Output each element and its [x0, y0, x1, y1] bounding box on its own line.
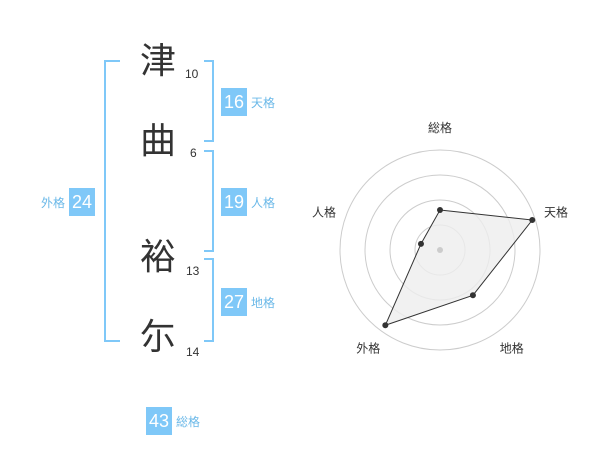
- gaikaku-badge: 24 外格: [41, 188, 96, 216]
- radar-point: [382, 322, 389, 329]
- stroke-count-3: 13: [186, 264, 200, 278]
- radar-point: [437, 207, 443, 213]
- gaikaku-value: 24: [69, 188, 96, 216]
- chikaku-badge: 27 地格: [221, 288, 275, 316]
- radar-point: [529, 217, 536, 224]
- jinkaku-label: 人格: [251, 195, 276, 210]
- radar-axis-label: 天格: [544, 204, 568, 219]
- name-char-3: 裕: [140, 237, 177, 278]
- chikaku-value: 27: [221, 288, 248, 316]
- jinkaku-badge: 19 人格: [221, 188, 275, 216]
- radar-axis-label: 地格: [500, 341, 524, 356]
- soukaku-badge: 43 総格: [146, 407, 200, 435]
- name-char-1: 津: [140, 41, 177, 82]
- soukaku-label: 総格: [176, 414, 201, 429]
- stroke-count-1: 10: [185, 67, 199, 81]
- radar-ring: [339, 149, 541, 351]
- radar-axis-label: 人格: [312, 204, 336, 219]
- radar-axis-label: 総格: [428, 120, 452, 135]
- jinkaku-value: 19: [221, 188, 248, 216]
- tenkaku-label: 天格: [251, 95, 276, 110]
- name-char-2: 曲: [140, 121, 177, 162]
- tenkaku-value: 16: [221, 88, 248, 116]
- radar-point: [417, 240, 424, 247]
- radar-point: [469, 292, 476, 299]
- tenkaku-bracket: [204, 60, 214, 142]
- tenkaku-badge: 16 天格: [221, 88, 275, 116]
- gaikaku-label: 外格: [41, 195, 66, 210]
- radar-axis-label: 外格: [356, 341, 380, 356]
- gaikaku-bracket: [104, 60, 120, 342]
- chikaku-bracket: [204, 258, 214, 342]
- soukaku-value: 43: [146, 407, 173, 435]
- stroke-count-4: 14: [186, 345, 200, 359]
- name-char-4: 尓: [140, 317, 177, 358]
- jinkaku-bracket: [204, 150, 214, 252]
- chikaku-label: 地格: [251, 295, 276, 310]
- radar-ring: [364, 174, 516, 326]
- radar-polygon: [384, 209, 534, 327]
- stroke-count-2: 6: [190, 146, 197, 160]
- radar-center: [437, 247, 443, 253]
